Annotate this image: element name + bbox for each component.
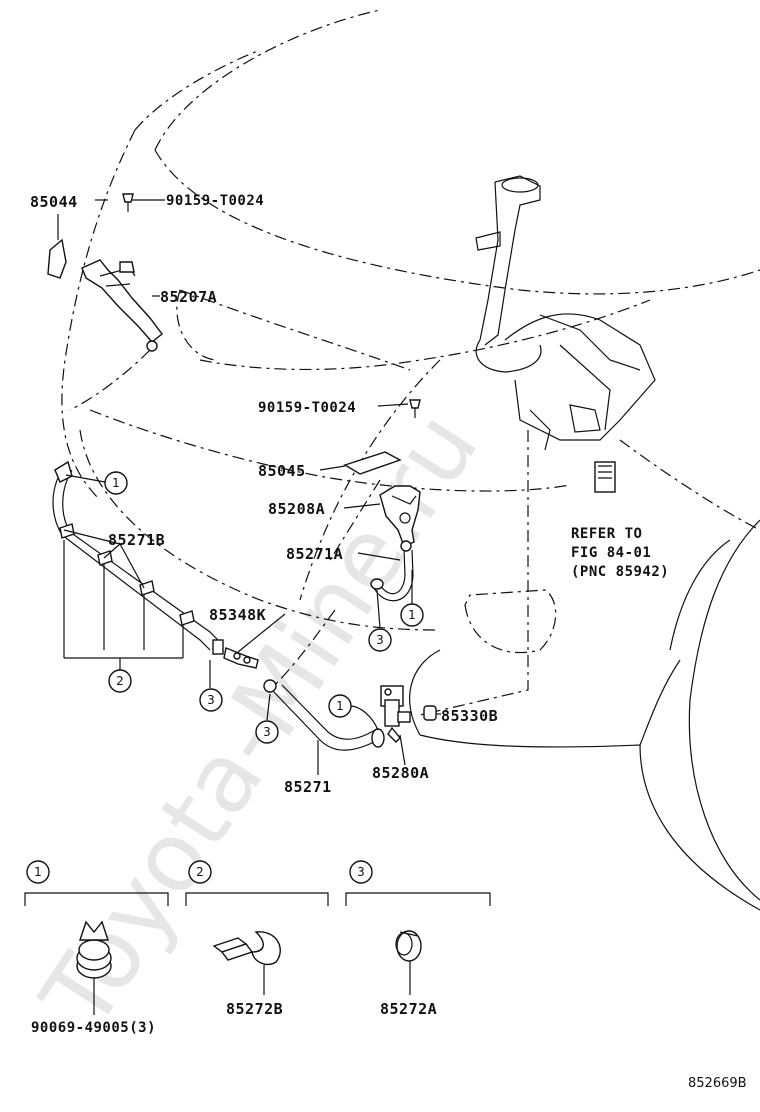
svg-text:1: 1 (112, 476, 120, 490)
ring-clamp-icon (395, 930, 422, 962)
grommet-85330B (423, 705, 437, 721)
legend-item-3: 3 85272A (345, 860, 491, 1018)
nozzle-85208A (379, 485, 421, 552)
joint-85348K (212, 639, 259, 669)
pump-85280A (380, 685, 411, 743)
clamp-icon (212, 931, 281, 966)
label-85330B: 85330B (441, 707, 498, 725)
svg-text:3: 3 (357, 865, 365, 879)
label-90159-top: 90159-T0024 (166, 193, 264, 209)
legend-item-2: 2 85272B (185, 860, 329, 1018)
callout-3-c: 3 (368, 628, 392, 652)
hose-85271B (52, 460, 219, 651)
washer-tank (475, 175, 656, 451)
leader-lines (57, 199, 441, 775)
figure-code: 852669B (688, 1076, 747, 1091)
legend-part-90069-49005: 90069-49005(3) (31, 1020, 156, 1036)
nozzle-85207A (81, 259, 163, 352)
svg-text:3: 3 (263, 725, 271, 739)
label-85348K: 85348K (209, 606, 266, 624)
bolt-90159-mid (409, 399, 421, 418)
svg-text:3: 3 (376, 633, 384, 647)
svg-text:1: 1 (336, 699, 344, 713)
washer-pump-refer (594, 461, 616, 493)
svg-text:2: 2 (196, 865, 204, 879)
callout-1-a: 1 (104, 471, 128, 495)
callout-1-b: 1 (400, 603, 424, 627)
label-85044: 85044 (30, 193, 78, 211)
label-90159-mid: 90159-T0024 (258, 400, 356, 416)
label-85045: 85045 (258, 462, 306, 480)
cover-85045 (343, 451, 402, 475)
clip-icon (76, 920, 112, 979)
svg-text:1: 1 (408, 608, 416, 622)
legend: 1 90069-49005(3) 2 85272B (24, 860, 491, 1036)
cover-85044 (47, 238, 67, 279)
bolt-90159-top (122, 193, 134, 212)
bumper-outline (409, 519, 760, 911)
label-85208A: 85208A (268, 500, 325, 518)
label-85280A: 85280A (372, 764, 429, 782)
legend-item-1: 1 90069-49005(3) (24, 860, 169, 1036)
svg-text:2: 2 (116, 674, 124, 688)
callout-2: 2 (108, 669, 132, 693)
legend-part-85272B: 85272B (226, 1000, 283, 1018)
callout-3-a: 3 (199, 688, 223, 712)
hose-85271 (263, 679, 385, 751)
svg-text:3: 3 (207, 693, 215, 707)
hose-85271A (370, 549, 414, 602)
refer-note-line2: FIG 84-01 (571, 545, 651, 561)
legend-part-85272A: 85272A (380, 1000, 437, 1018)
label-85271: 85271 (284, 778, 332, 796)
svg-text:1: 1 (34, 865, 42, 879)
callout-1-c: 1 (328, 694, 352, 718)
label-85271B: 85271B (108, 531, 165, 549)
refer-note-line1: REFER TO (571, 526, 642, 542)
callout-3-b: 3 (255, 720, 279, 744)
refer-note-line3: (PNC 85942) (571, 564, 669, 580)
label-85271A: 85271A (286, 545, 343, 563)
label-85207A: 85207A (160, 288, 217, 306)
